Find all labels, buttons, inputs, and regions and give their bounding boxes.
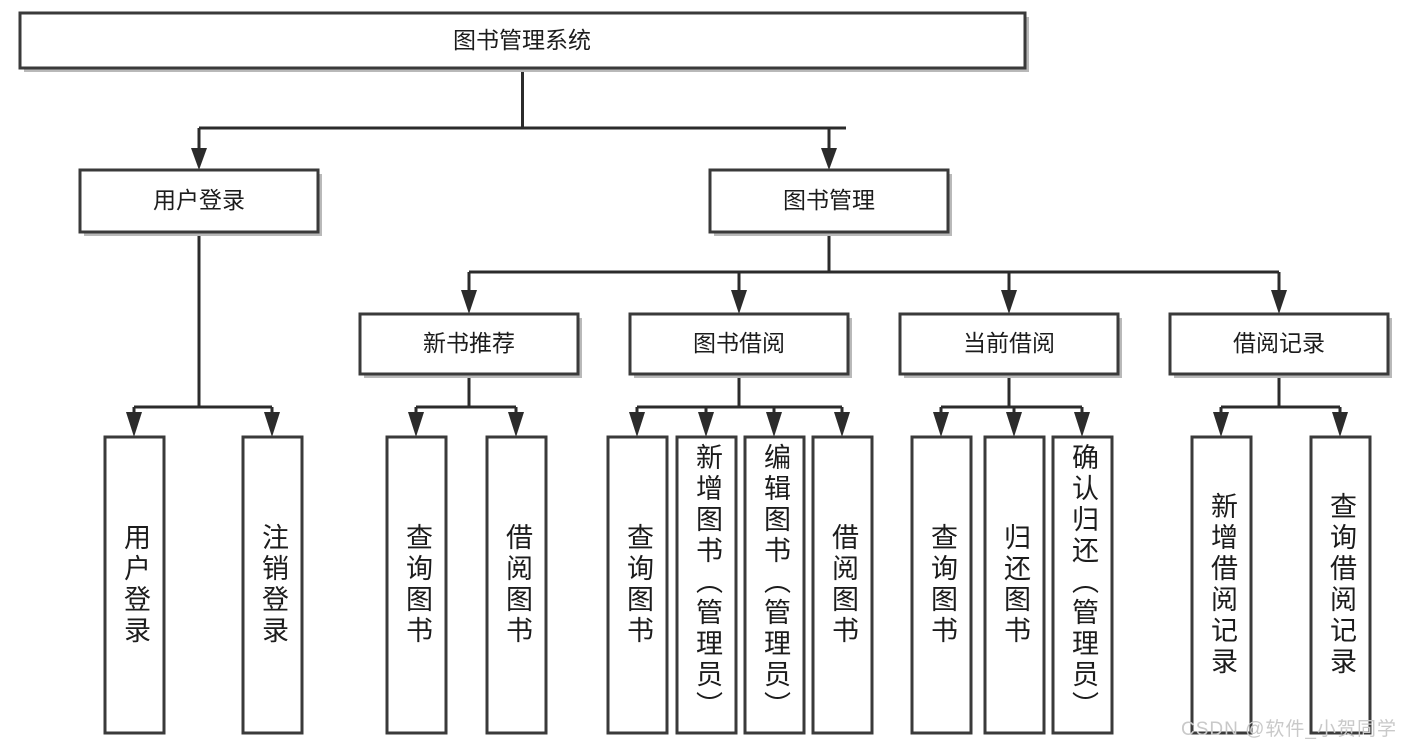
- connector-layer: [126, 68, 1348, 437]
- node-current-borrow[interactable]: 当前借阅: [898, 312, 1122, 378]
- leaf-add-record-box[interactable]: [1190, 435, 1253, 735]
- node-book-borrow[interactable]: 图书借阅: [628, 312, 852, 378]
- book-manage-box: [708, 168, 950, 234]
- leaf-logout-box[interactable]: [241, 435, 304, 735]
- root-box: [18, 11, 1027, 70]
- arrowhead-leaf-query-record: [1332, 412, 1348, 437]
- arrowhead-leaf-return-book: [1006, 412, 1022, 437]
- user-login-label: 用户登录: [153, 187, 245, 213]
- arrowhead-current-borrow: [1001, 290, 1017, 314]
- leaf-box-layer: [103, 435, 1372, 735]
- node-root[interactable]: 图书管理系统: [18, 11, 1029, 72]
- leaf-query-book-rec-box[interactable]: [385, 435, 448, 735]
- leaf-borrow-book-bw-box[interactable]: [811, 435, 874, 735]
- node-new-book-rec[interactable]: 新书推荐: [358, 312, 582, 378]
- arrowhead-book-manage: [821, 148, 837, 170]
- arrowhead-leaf-query-book-bw: [629, 412, 645, 437]
- leaf-user-login-box[interactable]: [103, 435, 166, 735]
- node-layer: 图书管理系统 用户登录 图书管理 新书推荐: [18, 11, 1392, 735]
- arrowhead-leaf-borrow-book-rec: [508, 412, 524, 437]
- arrowhead-leaf-confirm-return: [1074, 412, 1090, 437]
- arrowhead-leaf-logout: [264, 412, 280, 437]
- arrowhead-leaf-query-book-rec: [408, 412, 424, 437]
- leaf-query-book-cb-box[interactable]: [910, 435, 973, 735]
- arrowhead-leaf-add-record: [1213, 412, 1229, 437]
- leaf-borrow-book-rec-box[interactable]: [485, 435, 548, 735]
- csdn-watermark: CSDN @软件_小贺同学: [1181, 719, 1397, 740]
- borrow-record-label: 借阅记录: [1233, 330, 1325, 356]
- current-borrow-label: 当前借阅: [963, 330, 1055, 356]
- arrowhead-book-borrow: [731, 290, 747, 314]
- leaf-return-book-box[interactable]: [983, 435, 1046, 735]
- leaf-edit-book-box[interactable]: [743, 435, 806, 735]
- node-borrow-record[interactable]: 借阅记录: [1168, 312, 1392, 378]
- book-borrow-box: [628, 312, 850, 376]
- current-borrow-box: [898, 312, 1120, 376]
- user-login-box: [78, 168, 320, 234]
- new-book-rec-label: 新书推荐: [423, 330, 515, 356]
- leaf-query-record-box[interactable]: [1309, 435, 1372, 735]
- root-label: 图书管理系统: [453, 27, 591, 53]
- leaf-confirm-return-box[interactable]: [1051, 435, 1114, 735]
- arrowhead-leaf-user-login: [126, 412, 142, 437]
- arrowhead-leaf-edit-book: [766, 412, 782, 437]
- arrowhead-leaf-borrow-book-bw: [834, 412, 850, 437]
- node-user-login[interactable]: 用户登录: [78, 168, 322, 236]
- book-borrow-label: 图书借阅: [693, 330, 785, 356]
- leaf-add-book-box[interactable]: [675, 435, 738, 735]
- arrowhead-new-book-rec: [461, 290, 477, 314]
- leaf-query-book-bw-box[interactable]: [606, 435, 669, 735]
- arrowhead-leaf-add-book: [698, 412, 714, 437]
- node-book-manage[interactable]: 图书管理: [708, 168, 952, 236]
- arrowhead-user-login: [191, 148, 207, 170]
- new-book-rec-box: [358, 312, 580, 376]
- book-manage-label: 图书管理: [783, 187, 875, 213]
- borrow-record-box: [1168, 312, 1390, 376]
- arrowhead-borrow-record: [1271, 290, 1287, 314]
- arrowhead-leaf-query-book-cb: [933, 412, 949, 437]
